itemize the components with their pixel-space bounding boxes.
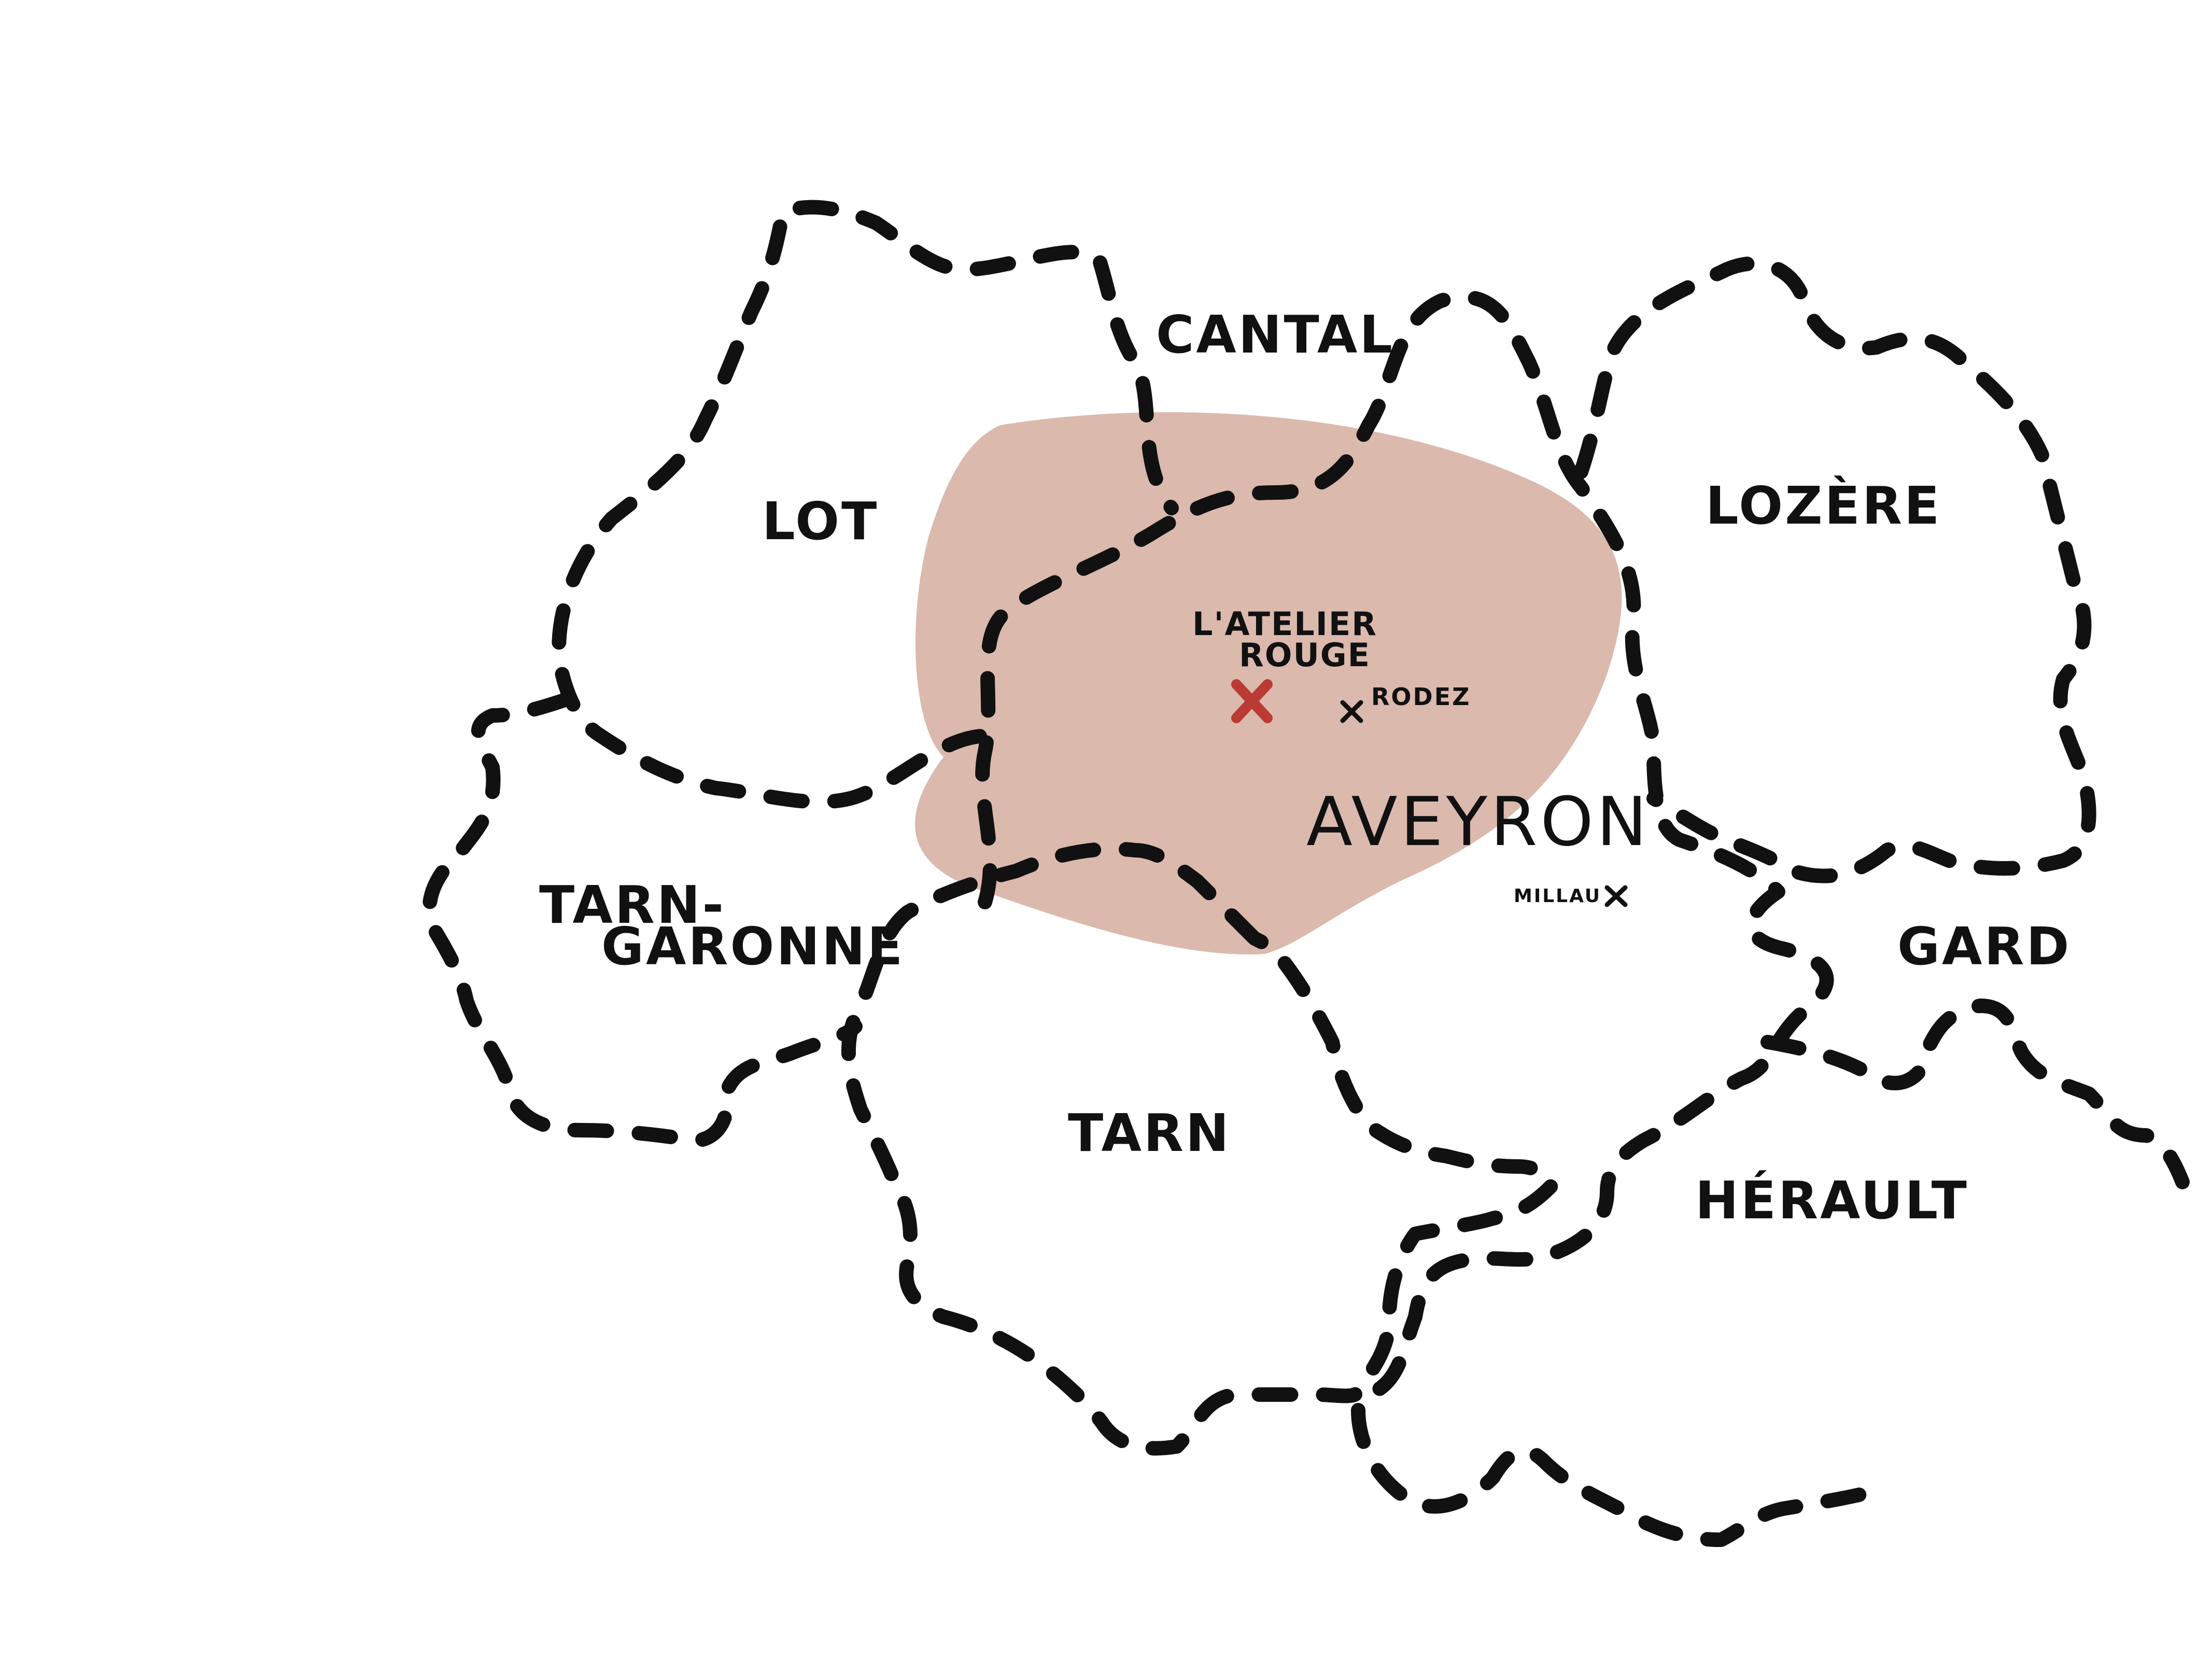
tarn-garonne-border <box>422 693 863 1148</box>
millau-cross-mark-icon <box>1604 885 1628 907</box>
lozere-border <box>1574 256 2096 883</box>
lot-border <box>552 200 1179 809</box>
tarn-border <box>841 841 1560 1456</box>
herault-south-border <box>1351 1403 1873 1547</box>
gard-herault-border <box>1760 999 2190 1189</box>
label-cantal: CANTAL <box>1156 304 1394 365</box>
label-atelier-line1: L'ATELIER <box>1192 605 1377 643</box>
label-lot: LOT <box>762 491 879 552</box>
label-aveyron: AVEYRON <box>1306 782 1650 861</box>
label-herault: HÉRAULT <box>1695 1170 1969 1231</box>
label-tarn-garonne-line1: TARN- <box>539 875 726 935</box>
label-rodez: RODEZ <box>1371 683 1471 711</box>
label-tarn: TARN <box>1068 1103 1231 1163</box>
label-atelier-line2: ROUGE <box>1239 636 1371 674</box>
atelier-cross-mark-icon <box>1231 679 1273 723</box>
label-tarn-garonne-line2: GARONNE <box>601 916 905 977</box>
cantal-aveyron-border <box>975 289 1834 1407</box>
label-gard: GARD <box>1897 916 2071 977</box>
rodez-cross-mark-icon <box>1340 700 1363 723</box>
label-lozere: LOZÈRE <box>1706 475 1941 536</box>
label-millau: MILLAU <box>1514 885 1601 907</box>
